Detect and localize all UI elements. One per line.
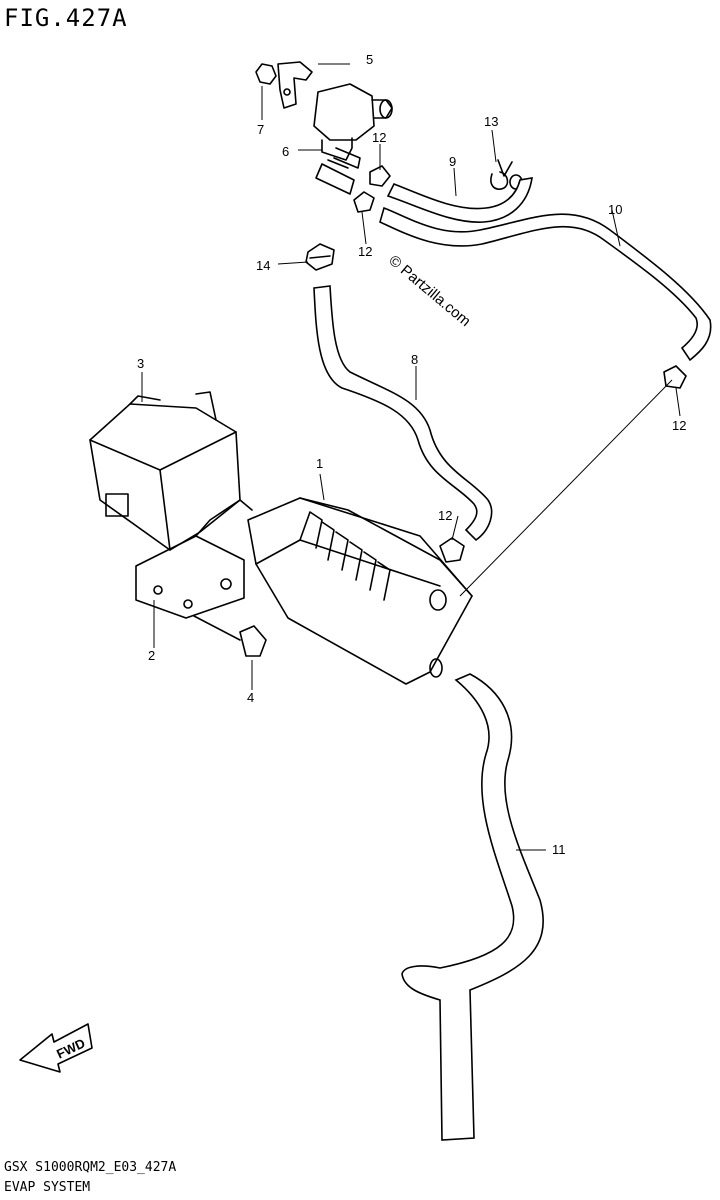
evap-canister[interactable] [247, 497, 473, 685]
canister-bracket[interactable] [135, 499, 253, 619]
canister-cover[interactable] [89, 391, 241, 551]
callout-5: 5 [366, 52, 373, 67]
callout-9: 9 [449, 154, 456, 169]
callout-10: 10 [608, 202, 622, 217]
callout-1: 1 [316, 456, 323, 471]
clamp-right[interactable] [663, 365, 687, 389]
hose-9[interactable] [386, 177, 533, 223]
callout-14: 14 [256, 258, 270, 273]
callout-7: 7 [257, 122, 264, 137]
hose-clip[interactable] [490, 159, 523, 190]
clamp-upper-2[interactable] [353, 191, 375, 213]
footer-name: EVAP SYSTEM [4, 1180, 91, 1195]
purge-valve[interactable] [313, 83, 393, 195]
callout-8: 8 [411, 352, 418, 367]
bracket-nut[interactable] [255, 61, 313, 109]
clamp-14[interactable] [305, 243, 335, 271]
callout-4: 4 [247, 690, 254, 705]
bolt[interactable] [193, 615, 267, 657]
callout-12-right: 12 [672, 418, 686, 433]
hose-8[interactable] [313, 285, 493, 542]
callout-3: 3 [137, 356, 144, 371]
callout-11: 11 [552, 842, 566, 857]
callout-labels: 1 2 3 4 5 6 7 8 9 10 11 12 12 12 12 13 1… [137, 52, 686, 857]
callout-12-upper: 12 [372, 130, 386, 145]
figure-title: FIG.427A [4, 4, 128, 32]
footer-code: GSX S1000RQM2_E03_427A [4, 1160, 177, 1175]
callout-13: 13 [484, 114, 498, 129]
hose-10[interactable] [379, 206, 712, 362]
callout-2: 2 [148, 648, 155, 663]
hose-11[interactable] [401, 673, 544, 1141]
callout-6: 6 [282, 144, 289, 159]
watermark: © Partzilla.com [385, 252, 473, 330]
clamp-canister-top[interactable] [439, 537, 465, 563]
callout-12-canister: 12 [438, 508, 452, 523]
callout-12-lower: 12 [358, 244, 372, 259]
fwd-arrow-icon: FWD [19, 1023, 93, 1073]
leader-lines [141, 63, 681, 851]
